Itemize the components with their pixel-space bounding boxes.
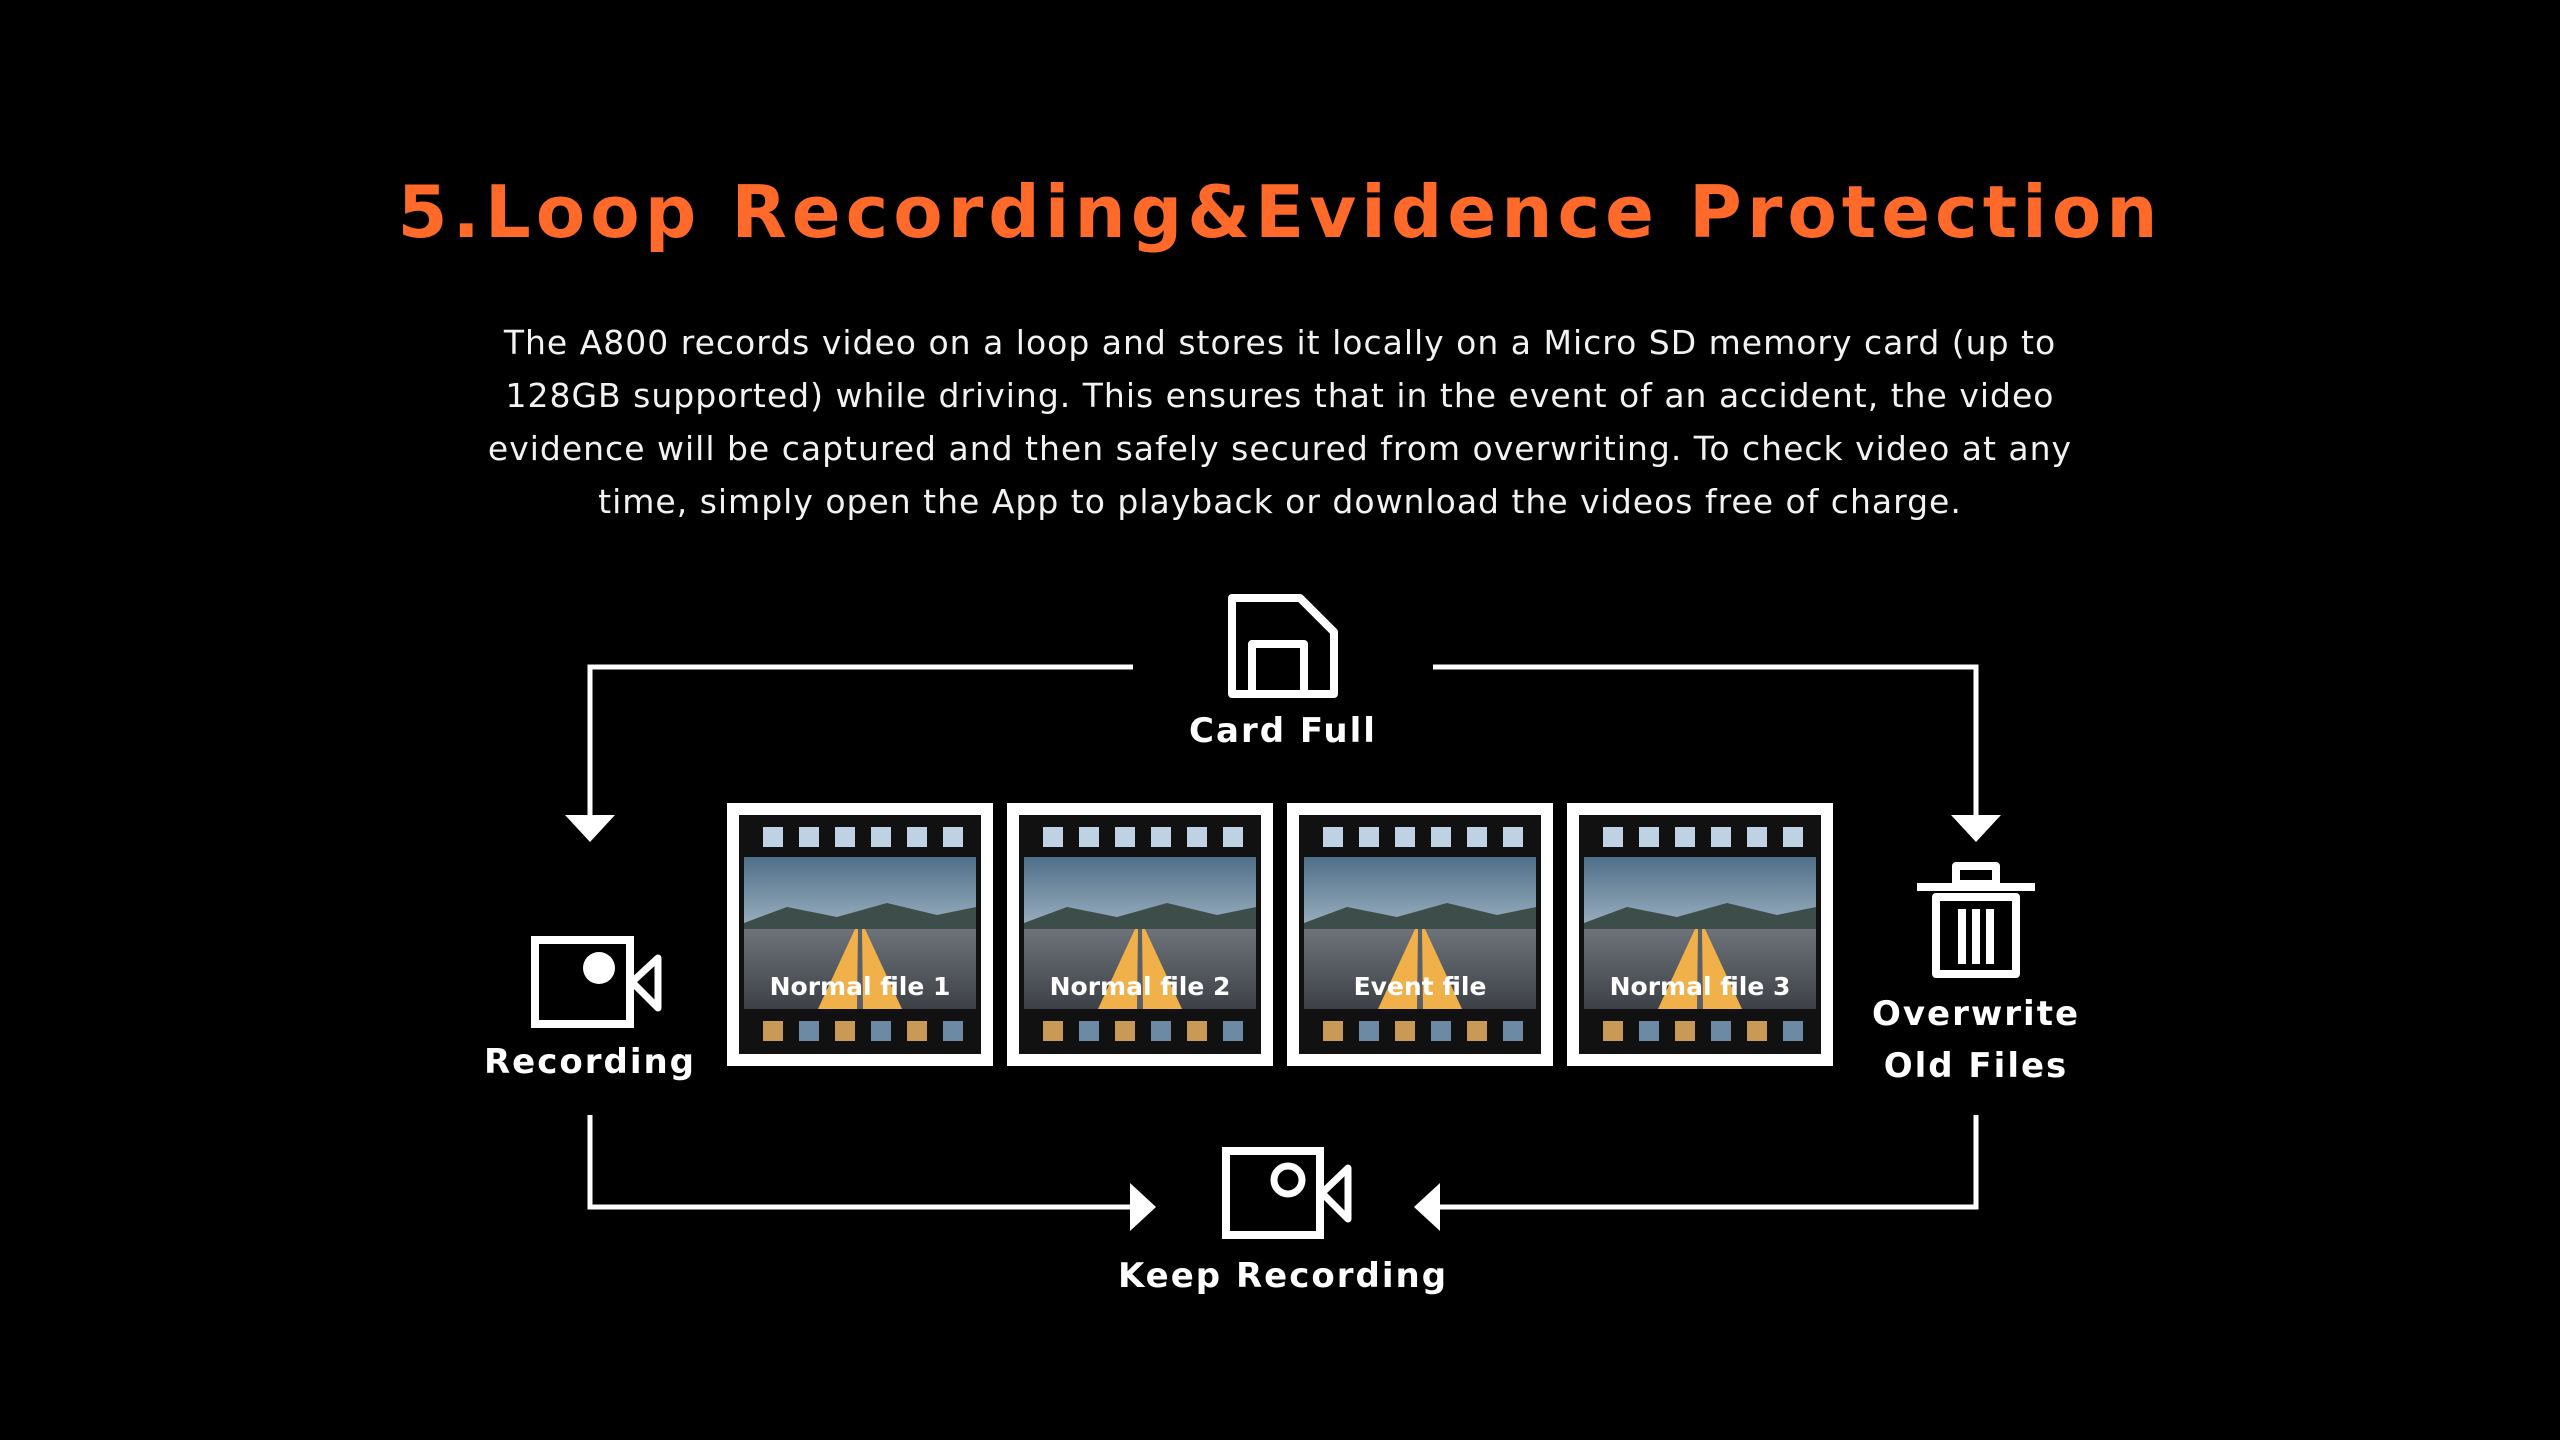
film-frame-label: Event file bbox=[1354, 972, 1487, 1001]
arrow-left-bottom bbox=[1414, 1183, 1440, 1231]
recording-text: Recording bbox=[440, 1036, 740, 1088]
connector-bottom-right bbox=[1438, 1115, 1976, 1207]
sd-card-icon bbox=[1232, 598, 1334, 694]
card-full-text: Card Full bbox=[1133, 705, 1433, 757]
arrow-down-left bbox=[565, 815, 615, 842]
video-camera-icon bbox=[1226, 1151, 1348, 1235]
video-camera-icon bbox=[535, 940, 658, 1024]
trash-icon bbox=[1917, 866, 2035, 974]
film-frame: Normal file 2 bbox=[1007, 803, 1273, 1066]
overwrite-text-line2: Old Files bbox=[1826, 1040, 2126, 1092]
film-frame-label: Normal file 3 bbox=[1610, 972, 1791, 1001]
arrow-down-right bbox=[1951, 815, 2001, 842]
film-frame: Normal file 1 bbox=[727, 803, 993, 1066]
film-frame: Normal file 3 bbox=[1567, 803, 1833, 1066]
overwrite-label: Overwrite Old Files bbox=[1826, 988, 2126, 1092]
film-frame-label: Normal file 2 bbox=[1050, 972, 1231, 1001]
film-strip: Normal file 1 Normal file 2 bbox=[727, 803, 1833, 1066]
film-frame: Event file bbox=[1287, 803, 1553, 1066]
arrow-right-bottom bbox=[1130, 1183, 1156, 1231]
recording-label: Recording bbox=[440, 1036, 740, 1088]
keep-recording-label: Keep Recording bbox=[1083, 1250, 1483, 1302]
film-frame-label: Normal file 1 bbox=[770, 972, 951, 1001]
connector-top-left bbox=[590, 667, 1133, 815]
keep-recording-text: Keep Recording bbox=[1083, 1250, 1483, 1302]
connector-top-right bbox=[1433, 667, 1976, 815]
connector-bottom-left bbox=[590, 1115, 1132, 1207]
overwrite-text-line1: Overwrite bbox=[1826, 988, 2126, 1040]
card-full-label: Card Full bbox=[1133, 705, 1433, 757]
